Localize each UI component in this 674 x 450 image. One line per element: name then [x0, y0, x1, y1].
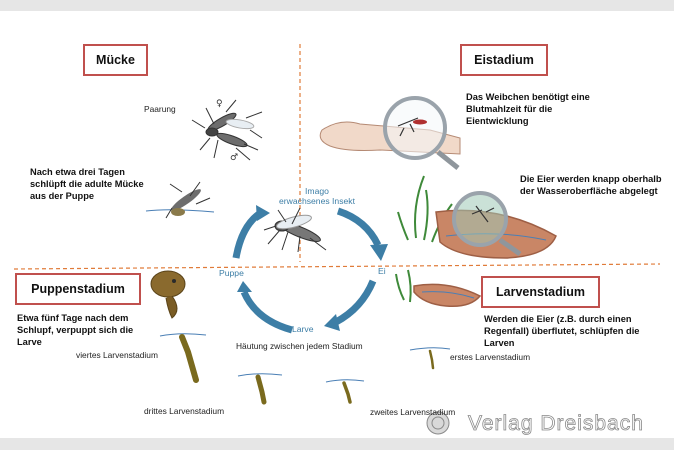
- emerging-mosquito-illustration: [145, 181, 215, 219]
- cycle-label-imago-block: Imago erwachsenes Insekt: [267, 186, 367, 206]
- water-line-fourth: [159, 333, 207, 337]
- larva-first-stage: [428, 349, 435, 370]
- erstes-larvenstadium-label: erstes Larvenstadium: [450, 352, 531, 362]
- arrow-head-ei: [370, 244, 388, 261]
- arrow-imago-to-ei: [336, 207, 382, 247]
- cycle-label-imago-sub: erwachsenes Insekt: [279, 196, 355, 206]
- cycle-label-ei: Ei: [378, 266, 386, 276]
- horizontal-divider: [13, 263, 661, 270]
- water-line-first: [409, 347, 451, 351]
- arrow-head-puppe: [237, 281, 252, 292]
- eistadium-description-1: Das Weibchen benötigt eine Blutmahlzeit …: [466, 92, 590, 126]
- viertes-larvenstadium-label: viertes Larvenstadium: [76, 350, 158, 360]
- arrow-heads: [237, 205, 388, 331]
- eistadium-title: Eistadium: [474, 53, 534, 67]
- mating-mosquitoes-illustration: ♀ ♂: [191, 99, 263, 163]
- arrow-head-larve: [324, 314, 340, 331]
- puppenstadium-description: Etwa fünf Tage nach dem Schlupf, verpupp…: [17, 313, 134, 347]
- flooded-dish-illustration: [395, 269, 482, 308]
- muecke-title-box: Mücke: [83, 44, 148, 76]
- muecke-description: Nach etwa drei Tagen schlüpft die adulte…: [30, 167, 144, 201]
- svg-text:♂: ♂: [230, 153, 238, 163]
- blood-meal-illustration: [319, 96, 461, 170]
- arrow-ei-to-larve: [334, 279, 377, 326]
- larvenstadium-title-box: Larvenstadium: [481, 276, 600, 308]
- drittes-larvenstadium-label: drittes Larvenstadium: [144, 406, 225, 416]
- larvenstadium-description: Werden die Eier (z.B. durch einen Regenf…: [484, 314, 640, 348]
- larvenstadium-title: Larvenstadium: [496, 285, 585, 299]
- egg-laying-illustration: [397, 175, 557, 259]
- haeutung-label: Häutung zwischen jedem Stadium: [236, 341, 363, 351]
- arrow-larve-to-puppe: [240, 290, 293, 334]
- eistadium-description-2: Die Eier werden knapp oberhalb der Wasse…: [520, 174, 662, 196]
- larva-fourth-stage: [179, 334, 199, 383]
- eistadium-title-box: Eistadium: [460, 44, 548, 76]
- cycle-label-larve: Larve: [292, 324, 314, 334]
- pupa-illustration: [150, 270, 186, 319]
- cycle-arrows: [232, 207, 382, 334]
- arrow-head-imago: [256, 205, 270, 221]
- puppenstadium-title-box: Puppenstadium: [15, 273, 141, 305]
- puppenstadium-title: Puppenstadium: [31, 282, 125, 296]
- zweites-larvenstadium-label: zweites Larvenstadium: [370, 407, 456, 417]
- water-line-second: [325, 379, 365, 383]
- publisher-watermark: Verlag Dreisbach: [468, 412, 644, 436]
- water-line-third: [237, 373, 283, 377]
- cycle-label-puppe: Puppe: [219, 268, 244, 278]
- larva-second-stage: [342, 381, 352, 404]
- paarung-label: Paarung: [144, 104, 176, 114]
- larva-third-stage: [255, 374, 267, 405]
- muecke-title: Mücke: [96, 53, 135, 67]
- larval-stage-illustrations: [159, 333, 451, 405]
- diagram-panel: [0, 11, 674, 438]
- cycle-label-imago: Imago: [305, 186, 329, 196]
- imago-mosquito-illustration: [263, 207, 327, 253]
- publisher-logo: [426, 411, 450, 435]
- svg-text:♀: ♀: [216, 99, 223, 109]
